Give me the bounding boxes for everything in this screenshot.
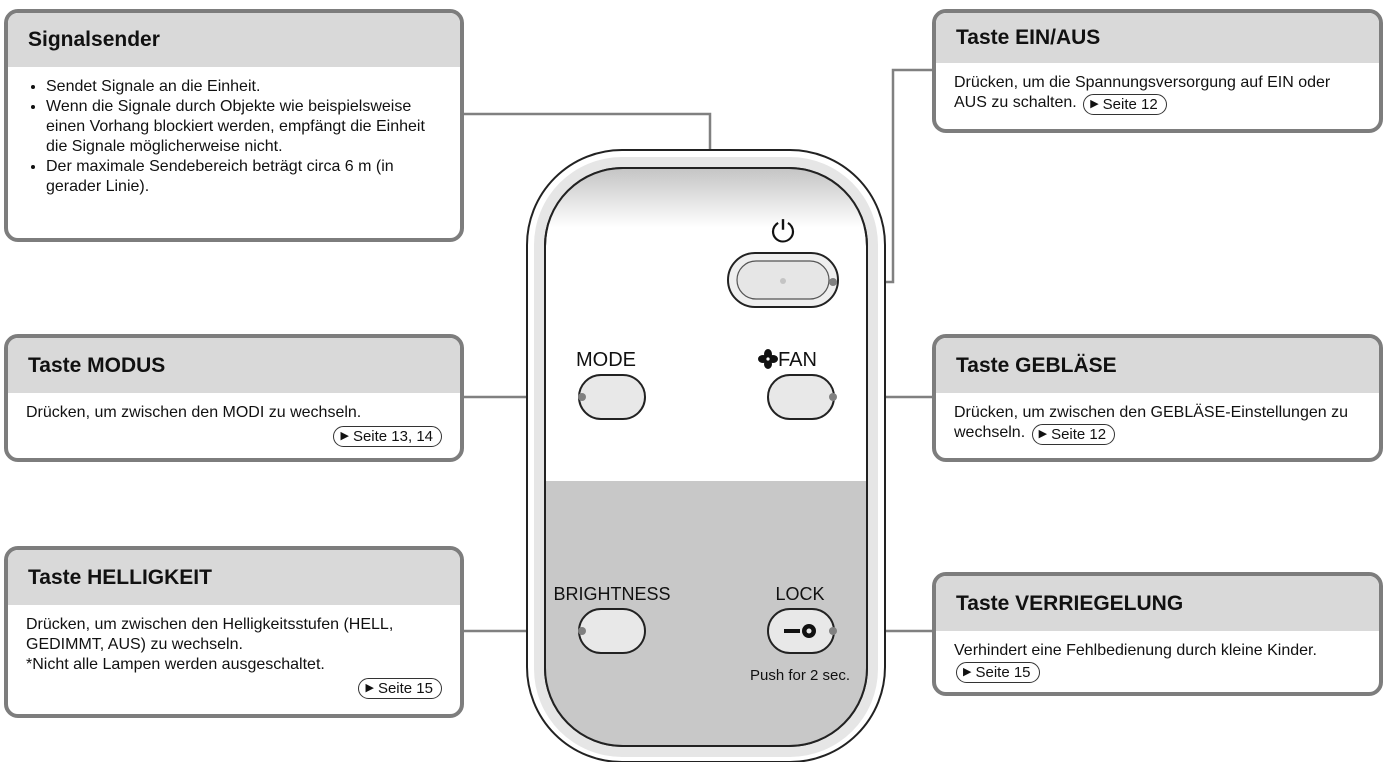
signalsender-list: Sendet Signale an die Einheit. Wenn die … <box>26 77 442 197</box>
mode-button[interactable] <box>578 374 646 420</box>
callout-title: Taste GEBLÄSE <box>936 338 1379 393</box>
power-button[interactable] <box>727 252 839 308</box>
leader-line-signalsender <box>462 112 712 150</box>
triangle-icon: ▶ <box>1090 98 1099 110</box>
page-reference[interactable]: ▶Seite 12 <box>1031 424 1116 445</box>
callout-signalsender: Signalsender Sendet Signale an die Einhe… <box>4 9 464 242</box>
page-reference-label: Seite 15 <box>975 664 1031 681</box>
fan-label: FAN <box>778 349 817 371</box>
page-reference[interactable]: ▶Seite 15 <box>358 678 442 699</box>
callout-title: Taste VERRIEGELUNG <box>936 576 1379 631</box>
lock-label: LOCK <box>775 584 824 604</box>
mode-label: MODE <box>576 349 636 371</box>
fan-button[interactable] <box>767 374 835 420</box>
triangle-icon: ▶ <box>963 666 972 678</box>
triangle-icon: ▶ <box>1038 428 1048 440</box>
triangle-icon: ▶ <box>340 430 349 442</box>
callout-title: Taste MODUS <box>8 338 460 393</box>
lock-note: Push for 2 sec. <box>750 667 850 684</box>
page-reference-label: Seite 13, 14 <box>352 428 433 445</box>
page-reference[interactable]: ▶Seite 15 <box>956 662 1040 683</box>
callout-text: Verhindert eine Fehlbedienung durch klei… <box>954 642 1317 659</box>
page-reference-label: Seite 12 <box>1051 426 1107 443</box>
key-icon <box>784 624 816 638</box>
callout-title: Signalsender <box>8 13 460 67</box>
page-reference-label: Seite 15 <box>377 680 433 697</box>
callout-modus: Taste MODUS Drücken, um zwischen den MOD… <box>4 334 464 462</box>
triangle-icon: ▶ <box>365 682 374 694</box>
list-item: Wenn die Signale durch Objekte wie beisp… <box>46 97 442 157</box>
callout-title: Taste HELLIGKEIT <box>8 550 460 605</box>
fan-icon <box>758 349 778 369</box>
page-reference[interactable]: ▶Seite 13, 14 <box>333 426 442 447</box>
list-item: Der maximale Sendebereich beträgt circa … <box>46 157 442 197</box>
callout-text: Drücken, um zwischen den GEBLÄSE-Einstel… <box>954 404 1348 441</box>
power-icon: ⏻ <box>771 215 795 250</box>
lock-button[interactable] <box>767 608 835 654</box>
callout-text: Drücken, um zwischen den Helligkeitsstuf… <box>26 616 394 653</box>
callout-text: Drücken, um zwischen den MODI zu wechsel… <box>26 404 362 421</box>
callout-text: Drücken, um die Spannungsversorgung auf … <box>954 74 1331 111</box>
callout-title: Taste EIN/AUS <box>936 13 1379 63</box>
list-item: Sendet Signale an die Einheit. <box>46 77 442 97</box>
callout-helligkeit: Taste HELLIGKEIT Drücken, um zwischen de… <box>4 546 464 718</box>
callout-verriegelung: Taste VERRIEGELUNG Verhindert eine Fehlb… <box>932 572 1383 696</box>
callout-einaus: Taste EIN/AUS Drücken, um die Spannungsv… <box>932 9 1383 133</box>
brightness-button[interactable] <box>578 608 646 654</box>
callout-note: *Nicht alle Lampen werden ausgeschaltet. <box>26 656 325 673</box>
brightness-label: BRIGHTNESS <box>553 584 670 604</box>
page-reference-label: Seite 12 <box>1102 96 1158 113</box>
callout-geblaese: Taste GEBLÄSE Drücken, um zwischen den G… <box>932 334 1383 462</box>
page-reference[interactable]: ▶Seite 12 <box>1083 94 1167 115</box>
signal-transmitter <box>545 168 867 228</box>
remote-control <box>526 149 886 762</box>
